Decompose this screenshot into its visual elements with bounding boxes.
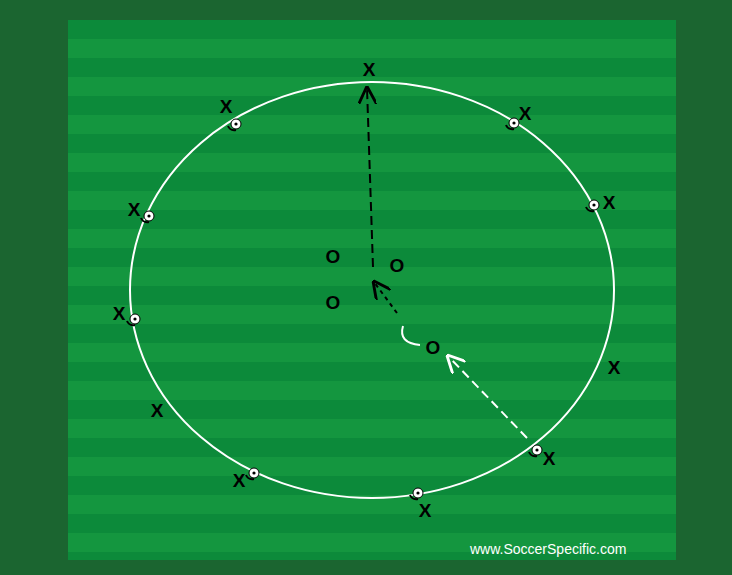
player-marker: X — [233, 471, 246, 490]
ball — [141, 211, 154, 222]
player-marker: X — [113, 304, 126, 323]
ball — [529, 445, 542, 456]
pass-arrow — [448, 356, 527, 438]
player-marker: O — [426, 338, 441, 357]
player-marker: X — [220, 97, 233, 116]
player-marker: X — [419, 501, 432, 520]
player-marker: X — [519, 104, 532, 123]
ball — [246, 468, 259, 479]
player-marker: X — [603, 193, 616, 212]
pass-arrow — [367, 88, 373, 267]
player-marker: X — [151, 401, 164, 420]
ball — [506, 118, 519, 129]
watermark: www.SoccerSpecific.com — [470, 542, 626, 556]
player-marker: O — [326, 247, 341, 266]
player-marker: X — [363, 60, 376, 79]
striped-pitch — [68, 20, 676, 560]
run-arrow — [374, 282, 397, 313]
circle-line — [130, 82, 614, 498]
player-marker: O — [326, 293, 341, 312]
turn-curve — [402, 326, 420, 345]
player-marker: X — [608, 358, 621, 377]
player-marker: O — [390, 256, 405, 275]
ball — [228, 119, 241, 130]
player-marker: X — [543, 449, 556, 468]
balls — [127, 118, 599, 499]
ball — [410, 488, 423, 499]
ball — [127, 314, 140, 325]
ball — [586, 200, 599, 211]
player-marker: X — [128, 200, 141, 219]
